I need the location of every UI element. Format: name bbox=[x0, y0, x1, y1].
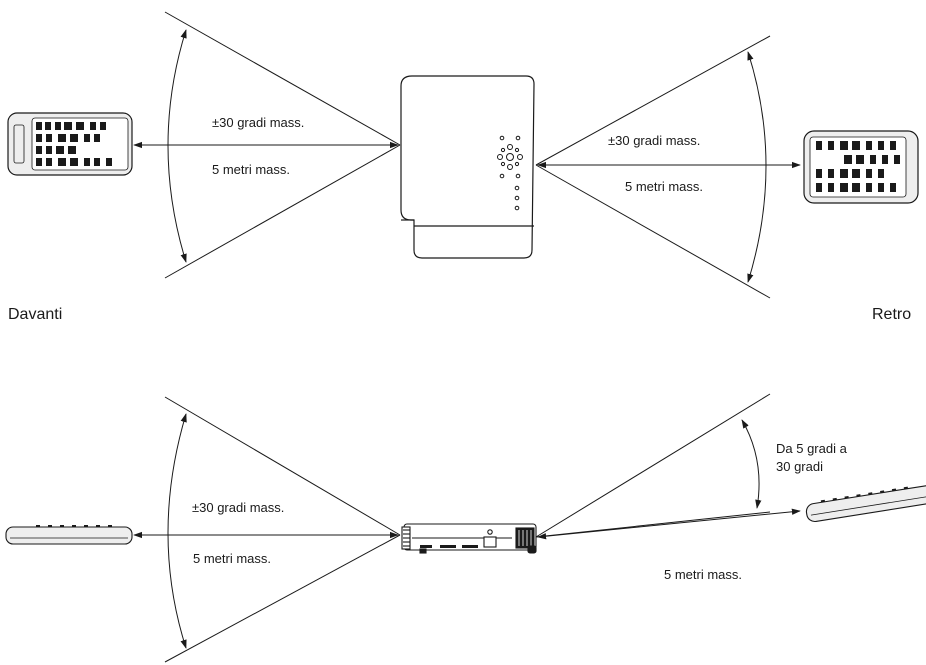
projector-top-view bbox=[400, 75, 535, 259]
side-front-cone-upper-edge bbox=[164, 396, 401, 536]
side-rear-angle-arc bbox=[741, 419, 762, 509]
top-front-angle-arc bbox=[167, 29, 187, 263]
remote-rear-side bbox=[805, 485, 926, 523]
side-rear-distance-label: 5 metri mass. bbox=[664, 567, 743, 582]
top-front-angle-label: ±30 gradi mass. bbox=[212, 115, 305, 130]
top-front-cone-lower-edge bbox=[164, 144, 401, 279]
top-rear-cone bbox=[535, 35, 801, 299]
side-rear-angle-label-line2: 30 gradi bbox=[776, 459, 823, 474]
side-rear-distance-arrow bbox=[537, 508, 801, 540]
top-rear-angle-label: ±30 gradi mass. bbox=[608, 133, 701, 148]
projector-side-view bbox=[401, 523, 537, 554]
side-front-distance-label: 5 metri mass. bbox=[193, 551, 272, 566]
top-front-cone-upper-edge bbox=[164, 11, 401, 146]
top-rear-distance-label: 5 metri mass. bbox=[625, 179, 704, 194]
side-rear-angle-label-line1: Da 5 gradi a bbox=[776, 441, 847, 456]
side-front-angle-label: ±30 gradi mass. bbox=[192, 500, 285, 515]
remote-front-top bbox=[7, 112, 133, 176]
side-front-cone-lower-edge bbox=[164, 534, 401, 663]
top-rear-cone-upper-edge bbox=[535, 35, 771, 166]
remote-front-side bbox=[5, 525, 133, 545]
top-rear-cone-lower-edge bbox=[535, 164, 771, 299]
top-front-cone bbox=[133, 11, 401, 279]
top-front-distance-label: 5 metri mass. bbox=[212, 162, 291, 177]
top-rear-angle-arc bbox=[747, 51, 767, 283]
rear-side-label: Retro bbox=[872, 306, 912, 323]
side-front-cone bbox=[133, 396, 401, 663]
front-side-label: Davanti bbox=[8, 306, 63, 323]
remote-rear-top bbox=[803, 130, 919, 204]
projector-control-pad bbox=[497, 135, 523, 211]
side-rear-cone bbox=[535, 393, 801, 540]
side-front-angle-arc bbox=[167, 413, 187, 649]
